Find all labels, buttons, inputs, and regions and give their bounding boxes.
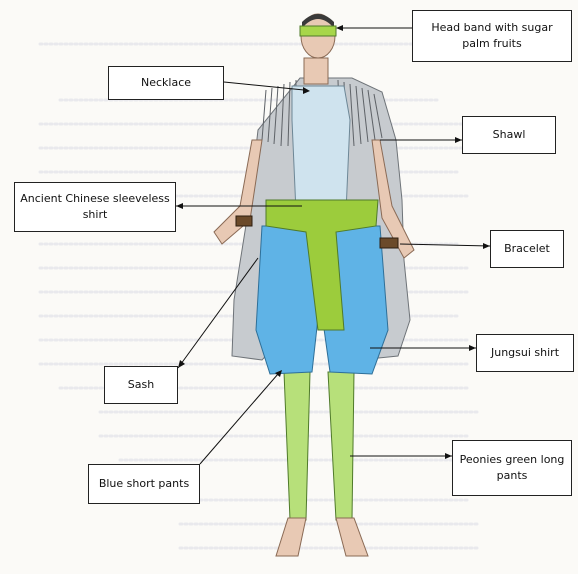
headband-shape: [300, 26, 336, 36]
label-shawl-text: Shawl: [493, 127, 526, 143]
label-sleeveless-shirt-text: Ancient Chinese sleeveless shirt: [19, 191, 171, 223]
label-sleeveless-shirt: Ancient Chinese sleeveless shirt: [14, 182, 176, 232]
right-bracelet: [380, 238, 398, 248]
label-bracelet: Bracelet: [490, 230, 564, 268]
label-jungsui-shirt: Jungsui shirt: [476, 334, 574, 372]
left-leg: [284, 372, 310, 520]
label-blue-short-pants-text: Blue short pants: [99, 476, 189, 492]
label-necklace: Necklace: [108, 66, 224, 100]
label-sash: Sash: [104, 366, 178, 404]
shirt-torso: [292, 86, 350, 212]
neck-collar: [304, 58, 328, 84]
label-sash-text: Sash: [128, 377, 154, 393]
label-necklace-text: Necklace: [141, 75, 191, 91]
label-headband: Head band with sugar palm fruits: [412, 10, 572, 62]
label-peonies-long-pants: Peonies green long pants: [452, 440, 572, 496]
figure: [214, 14, 414, 556]
label-blue-short-pants: Blue short pants: [88, 464, 200, 504]
label-headband-text: Head band with sugar palm fruits: [417, 20, 567, 52]
label-bracelet-text: Bracelet: [504, 241, 550, 257]
label-jungsui-shirt-text: Jungsui shirt: [491, 345, 559, 361]
right-leg: [328, 372, 354, 520]
label-shawl: Shawl: [462, 116, 556, 154]
label-peonies-long-pants-text: Peonies green long pants: [457, 452, 567, 484]
left-bracelet: [236, 216, 252, 226]
